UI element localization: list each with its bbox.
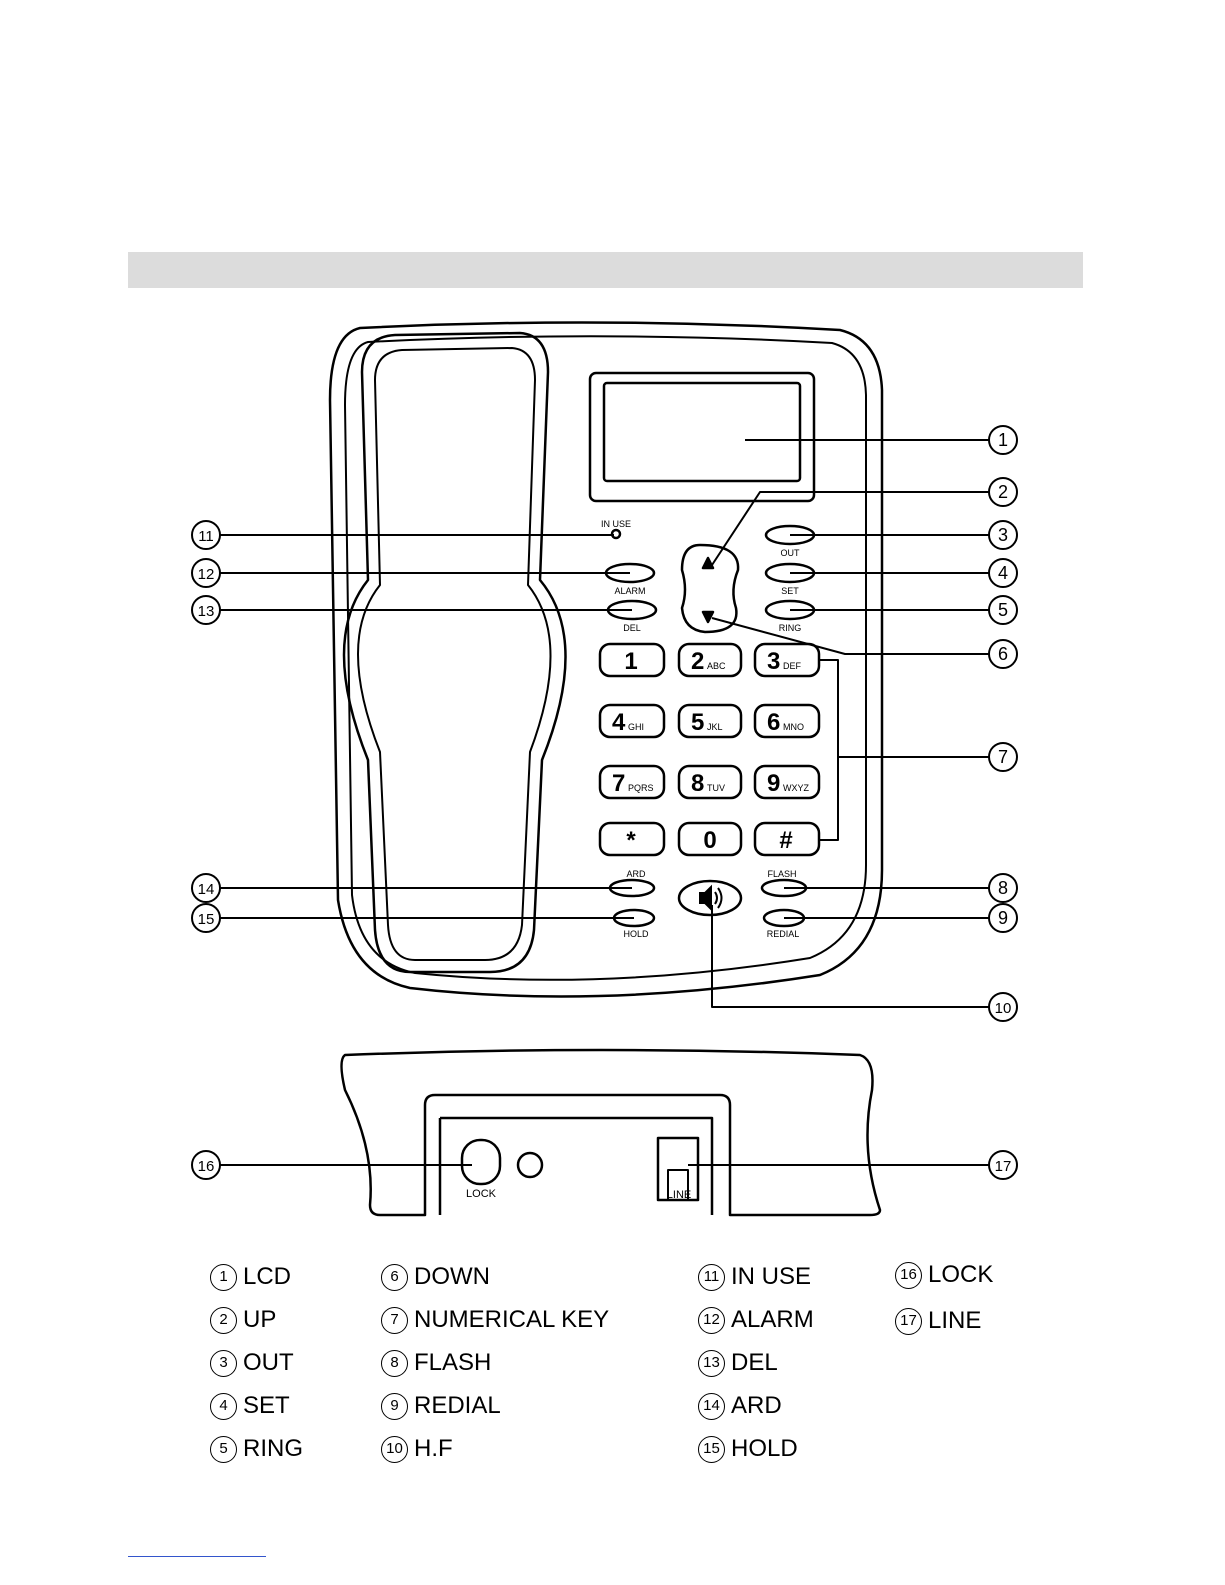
key-digit-label: 3 xyxy=(767,648,780,675)
key-digit-label: 0 xyxy=(703,827,716,854)
key-letters-label: PQRS xyxy=(628,783,654,793)
key-6 xyxy=(755,705,819,737)
callout-number: 4 xyxy=(998,563,1008,583)
callout-number: 16 xyxy=(198,1158,215,1175)
handset-inner xyxy=(358,348,551,960)
key-9 xyxy=(755,766,819,798)
key-digit-label: 7 xyxy=(612,770,625,797)
key-letters-label: GHI xyxy=(628,722,644,732)
key-letters-label: ABC xyxy=(707,661,726,671)
key-letters-label: DEF xyxy=(783,661,802,671)
jack-hole xyxy=(518,1153,542,1177)
key-2 xyxy=(679,644,741,676)
key-letters-label: WXYZ xyxy=(783,783,810,793)
callout-number: 15 xyxy=(198,911,215,928)
key-8 xyxy=(679,766,741,798)
del-label: DEL xyxy=(623,623,641,633)
key-digit-label: # xyxy=(779,827,792,854)
callout-number: 7 xyxy=(998,747,1008,767)
callout-number: 13 xyxy=(198,603,215,620)
callout-number: 9 xyxy=(998,908,1008,928)
key-digit-label: 6 xyxy=(767,709,780,736)
key-letters-label: MNO xyxy=(783,722,804,732)
flash-label: FLASH xyxy=(767,869,796,879)
callout-number: 1 xyxy=(998,430,1008,450)
key-letters-label: JKL xyxy=(707,722,723,732)
in-use-label: IN USE xyxy=(601,519,631,529)
callout-number: 10 xyxy=(995,1000,1012,1017)
ring-label: RING xyxy=(779,623,802,633)
lock-label: LOCK xyxy=(466,1188,497,1200)
callout-number: 11 xyxy=(198,528,214,545)
key-digit-label: 9 xyxy=(767,770,780,797)
key-digit-label: 4 xyxy=(612,709,626,736)
key-digit-label: * xyxy=(626,827,636,854)
set-label: SET xyxy=(781,586,799,596)
speaker-icon xyxy=(700,887,722,909)
lcd-screen xyxy=(604,383,800,481)
key-letters-label: TUV xyxy=(707,783,725,793)
handset xyxy=(344,333,566,972)
key-digit-label: 1 xyxy=(624,648,637,675)
key-digit-label: 2 xyxy=(691,648,704,675)
down-arrow-icon xyxy=(703,612,713,622)
callout-number: 14 xyxy=(198,881,215,898)
callout-number: 8 xyxy=(998,878,1008,898)
key-3 xyxy=(755,644,819,676)
phone-body-inner xyxy=(345,336,866,980)
key-digit-label: 5 xyxy=(691,709,704,736)
up-arrow-icon xyxy=(703,558,713,568)
ard-label: ARD xyxy=(626,869,646,879)
redial-label: REDIAL xyxy=(767,929,800,939)
callout-number: 6 xyxy=(998,644,1008,664)
key-5 xyxy=(679,705,741,737)
key-7 xyxy=(600,766,664,798)
callout-number: 12 xyxy=(198,566,215,583)
line-label: LINE xyxy=(667,1189,691,1201)
key-4 xyxy=(600,705,664,737)
lock-switch xyxy=(462,1140,500,1184)
alarm-label: ALARM xyxy=(614,586,645,596)
out-label: OUT xyxy=(781,548,801,558)
callout-number: 5 xyxy=(998,600,1008,620)
key-digit-label: 8 xyxy=(691,770,704,797)
callout-number: 3 xyxy=(998,525,1008,545)
footer-rule xyxy=(128,1556,266,1557)
callout-number: 2 xyxy=(998,482,1008,502)
callout-number: 17 xyxy=(995,1158,1012,1175)
base-outline xyxy=(342,1050,881,1215)
hold-label: HOLD xyxy=(623,929,649,939)
